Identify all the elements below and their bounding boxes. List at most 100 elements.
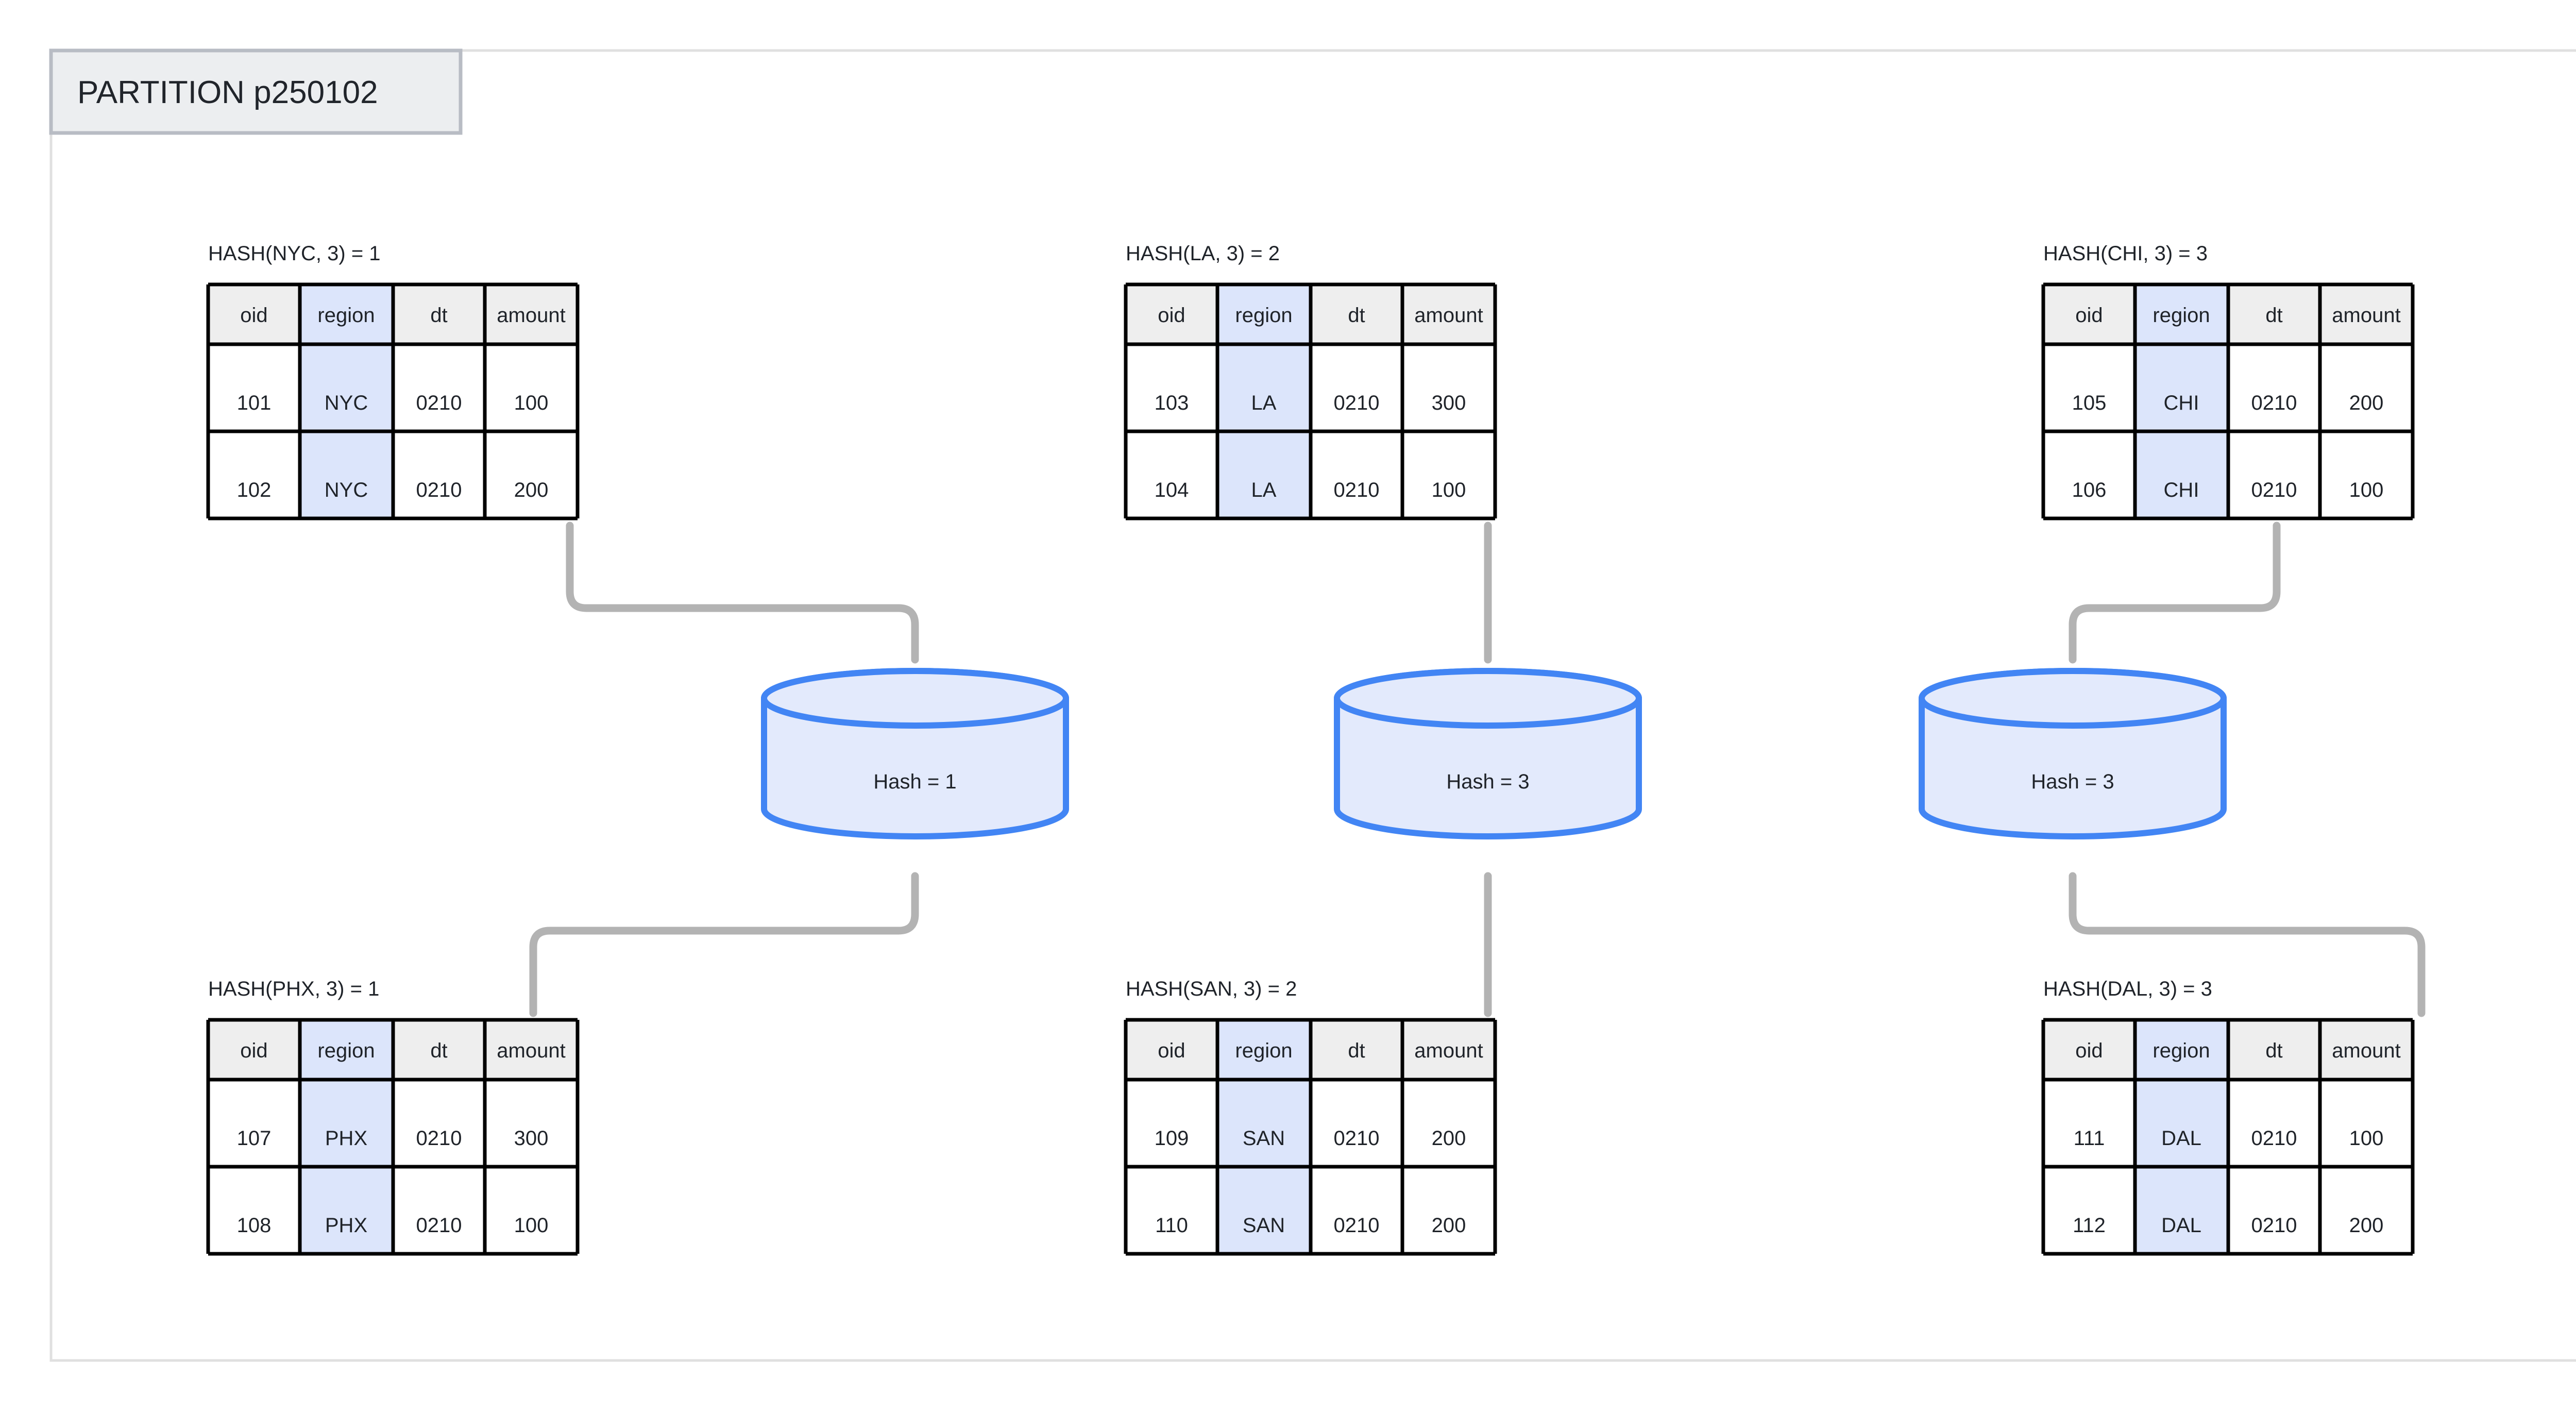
col-header-oid: oid — [1158, 1039, 1185, 1062]
connector-nyc-to-bucket1 — [566, 522, 919, 664]
cylinder-label-bucket2: Hash = 3 — [1446, 770, 1529, 793]
cylinder-label-bucket1: Hash = 1 — [873, 770, 956, 793]
table-cell: 101 — [237, 392, 272, 414]
table-dal: oid region dt amount 111 DAL 0210 100 11… — [2041, 1018, 2415, 1256]
table-cell: DAL — [2161, 1127, 2201, 1150]
table-cell: 0210 — [1334, 1214, 1380, 1237]
table-group-chi: HASH(CHI, 3) = 3 oid region dt amount 10… — [2041, 242, 2415, 520]
table-caption-san: HASH(SAN, 3) = 2 — [1126, 978, 1297, 1000]
table-cell: 0210 — [1334, 1127, 1380, 1150]
table-cell: 0210 — [416, 479, 462, 501]
col-header-amount: amount — [497, 1039, 565, 1062]
table-cell: 100 — [514, 1214, 549, 1237]
table-caption-chi: HASH(CHI, 3) = 3 — [2043, 242, 2208, 265]
col-header-amount: amount — [1414, 1039, 1483, 1062]
table-cell: 0210 — [2251, 1214, 2297, 1237]
table-cell: 200 — [1432, 1214, 1466, 1237]
table-cell: 100 — [2349, 479, 2384, 501]
table-cell: 111 — [2074, 1127, 2105, 1150]
table-cell: LA — [1251, 392, 1277, 414]
table-cell: PHX — [325, 1127, 367, 1150]
table-cell: 0210 — [2251, 1127, 2297, 1150]
table-cell: SAN — [1243, 1127, 1285, 1150]
page-title: PARTITION p250102 — [77, 75, 378, 110]
table-cell: 104 — [1155, 479, 1189, 501]
table-la: oid region dt amount 103 LA 0210 300 104… — [1124, 282, 1497, 520]
connector-chi-to-bucket3 — [2069, 522, 2281, 664]
table-cell: 0210 — [1334, 479, 1380, 501]
col-header-dt: dt — [2265, 1039, 2282, 1062]
table-caption-nyc: HASH(NYC, 3) = 1 — [208, 242, 381, 265]
table-cell: LA — [1251, 479, 1277, 501]
table-cell: 100 — [1432, 479, 1466, 501]
col-header-region: region — [1235, 304, 1292, 327]
connector-phx-to-bucket1 — [529, 872, 919, 1017]
table-cell: NYC — [325, 392, 368, 414]
table-cell: SAN — [1243, 1214, 1285, 1237]
table-cell: 200 — [1432, 1127, 1466, 1150]
col-header-region: region — [317, 304, 375, 327]
table-cell: 300 — [1432, 392, 1466, 414]
col-header-amount: amount — [2332, 304, 2400, 327]
col-header-oid: oid — [1158, 304, 1185, 327]
col-header-dt: dt — [2265, 304, 2282, 327]
col-header-amount: amount — [1414, 304, 1483, 327]
table-cell: 0210 — [416, 1127, 462, 1150]
cylinder-bucket2: Hash = 3 — [1334, 668, 1642, 839]
table-chi: oid region dt amount 105 CHI 0210 200 10… — [2041, 282, 2415, 520]
table-cell: 200 — [2349, 1214, 2384, 1237]
table-group-nyc: HASH(NYC, 3) = 1 oid region dt amount 10… — [206, 242, 580, 520]
table-cell: 108 — [237, 1214, 272, 1237]
cylinder-bucket1: Hash = 1 — [761, 668, 1069, 839]
col-header-dt: dt — [430, 1039, 447, 1062]
col-header-oid: oid — [2075, 1039, 2103, 1062]
connector-dal-to-bucket3 — [2069, 872, 2426, 1017]
col-header-oid: oid — [2075, 304, 2103, 327]
table-phx: oid region dt amount 107 PHX 0210 300 10… — [206, 1018, 580, 1256]
col-header-region: region — [2153, 304, 2210, 327]
col-header-region: region — [1235, 1039, 1292, 1062]
table-cell: 0210 — [416, 392, 462, 414]
table-cell: 112 — [2073, 1214, 2106, 1237]
table-cell: 200 — [514, 479, 549, 501]
table-group-phx: HASH(PHX, 3) = 1 oid region dt amount 10… — [206, 978, 580, 1256]
table-group-la: HASH(LA, 3) = 2 oid region dt amount 103… — [1124, 242, 1497, 520]
table-cell: DAL — [2161, 1214, 2201, 1237]
table-cell: 100 — [2349, 1127, 2384, 1150]
table-cell: 106 — [2072, 479, 2107, 501]
table-cell: 109 — [1155, 1127, 1189, 1150]
col-header-dt: dt — [1348, 1039, 1365, 1062]
table-cell: 105 — [2072, 392, 2107, 414]
cylinder-bucket3: Hash = 3 — [1919, 668, 2227, 839]
table-group-san: HASH(SAN, 3) = 2 oid region dt amount 10… — [1124, 978, 1497, 1256]
table-san: oid region dt amount 109 SAN 0210 200 11… — [1124, 1018, 1497, 1256]
table-cell: 300 — [514, 1127, 549, 1150]
table-cell: 0210 — [1334, 392, 1380, 414]
col-header-dt: dt — [1348, 304, 1365, 327]
table-group-dal: HASH(DAL, 3) = 3 oid region dt amount 11… — [2041, 978, 2415, 1256]
table-cell: 0210 — [2251, 479, 2297, 501]
table-cell: 102 — [237, 479, 272, 501]
table-caption-phx: HASH(PHX, 3) = 1 — [208, 978, 379, 1000]
table-cell: 200 — [2349, 392, 2384, 414]
table-nyc: oid region dt amount 101 NYC 0210 100 10… — [206, 282, 580, 520]
table-cell: 100 — [514, 392, 549, 414]
table-cell: 103 — [1155, 392, 1189, 414]
table-cell: CHI — [2164, 479, 2199, 501]
table-cell: PHX — [325, 1214, 367, 1237]
col-header-region: region — [317, 1039, 375, 1062]
table-cell: 0210 — [416, 1214, 462, 1237]
partition-title-badge: PARTITION p250102 — [49, 48, 463, 135]
table-caption-la: HASH(LA, 3) = 2 — [1126, 242, 1280, 265]
table-cell: 107 — [237, 1127, 272, 1150]
cylinder-label-bucket3: Hash = 3 — [2031, 770, 2114, 793]
table-cell: 110 — [1155, 1214, 1188, 1237]
col-header-amount: amount — [2332, 1039, 2400, 1062]
table-cell: CHI — [2164, 392, 2199, 414]
col-header-dt: dt — [430, 304, 447, 327]
table-cell: NYC — [325, 479, 368, 501]
table-caption-dal: HASH(DAL, 3) = 3 — [2043, 978, 2212, 1000]
col-header-oid: oid — [240, 1039, 267, 1062]
